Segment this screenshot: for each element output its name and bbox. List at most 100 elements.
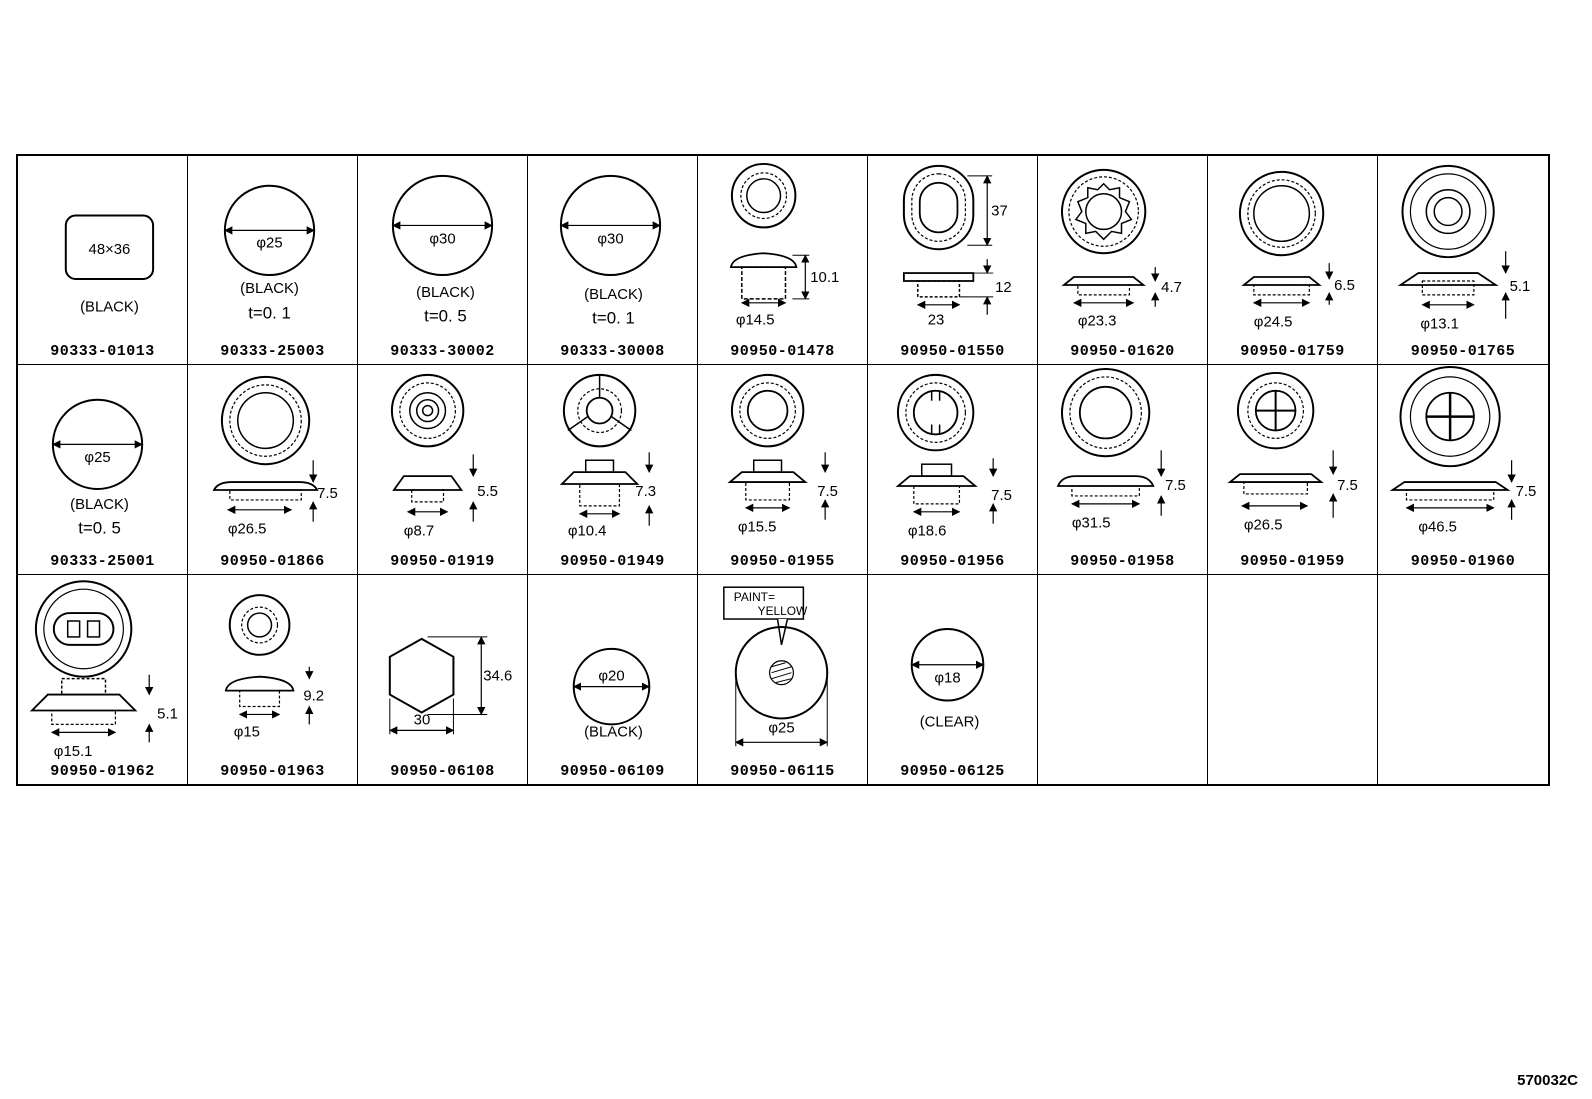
part-cell-90950-01960: 7.5 φ46.5 90950-01960: [1378, 365, 1548, 575]
part-number: 90333-25001: [50, 552, 155, 570]
color-label: (BLACK): [240, 281, 299, 297]
part-cell-90333-01013: 48×36 (BLACK) 90333-01013: [18, 156, 188, 366]
color-label: (BLACK): [80, 300, 139, 316]
color-label: (BLACK): [416, 285, 475, 301]
part-cell-90950-01866: 7.5 φ26.5 90950-01866: [188, 365, 358, 575]
part-cell-90950-01765: 5.1 φ13.1 90950-01765: [1378, 156, 1548, 366]
part-number: 90950-01866: [220, 552, 325, 570]
diameter-label: φ15.1: [54, 744, 93, 760]
part-number: 90950-01620: [1070, 343, 1175, 361]
diameter-label: φ10.4: [568, 524, 607, 540]
empty-cell: [1208, 574, 1378, 784]
thickness-label: 12: [995, 280, 1012, 296]
paint-color-label: YELLOW: [758, 604, 808, 618]
part-cell-90333-25001: φ25 (BLACK) t=0. 5 90333-25001: [18, 365, 188, 575]
diameter-label: φ14.5: [736, 313, 775, 329]
part-number: 90950-01962: [50, 762, 155, 780]
height-label: 7.5: [1165, 478, 1186, 494]
color-label: (BLACK): [584, 724, 643, 740]
color-label: (BLACK): [70, 497, 129, 513]
thickness-label: t=0. 1: [592, 309, 635, 328]
reference-code: 570032C: [1517, 1072, 1578, 1089]
part-number: 90950-01963: [220, 762, 325, 780]
height-label: 10.1: [810, 270, 839, 286]
part-number: 90950-06109: [560, 762, 665, 780]
part-number: 90333-01013: [50, 343, 155, 361]
part-number: 90950-01958: [1070, 552, 1175, 570]
height-label: 7.5: [1516, 484, 1537, 500]
part-cell-90950-01956: 7.5 φ18.6 90950-01956: [868, 365, 1038, 575]
part-number: 90950-01759: [1240, 343, 1345, 361]
part-cell-90950-01550: 37 12 23 90950-01550: [868, 156, 1038, 366]
part-number: 90950-06108: [390, 762, 495, 780]
part-cell-90950-01958: 7.5 φ31.5 90950-01958: [1038, 365, 1208, 575]
height-label: 6.5: [1334, 278, 1355, 294]
diameter-label: φ31.5: [1072, 516, 1111, 532]
diameter-label: φ30: [597, 231, 623, 247]
thickness-label: t=0. 5: [78, 519, 121, 538]
part-cell-90950-01620: 4.7 φ23.3 90950-01620: [1038, 156, 1208, 366]
height-label: 5.1: [157, 706, 178, 722]
height-label: 7.5: [991, 488, 1012, 504]
diameter-label: φ8.7: [404, 524, 434, 540]
diameter-label: φ30: [429, 231, 455, 247]
diameter-label: φ26.5: [1244, 518, 1283, 534]
part-cell-90950-01759: 6.5 φ24.5 90950-01759: [1208, 156, 1378, 366]
part-cell-90950-01963: 9.2 φ15 90950-01963: [188, 574, 358, 784]
part-number: 90950-01956: [900, 552, 1005, 570]
part-number: 90333-30008: [560, 343, 665, 361]
part-cell-90333-30008: φ30 (BLACK) t=0. 1 90333-30008: [528, 156, 698, 366]
part-cell-90950-01949: 7.3 φ10.4 90950-01949: [528, 365, 698, 575]
height-label: 7.3: [635, 484, 656, 500]
diameter-label: φ24.5: [1254, 315, 1293, 331]
part-number: 90950-01960: [1410, 552, 1516, 570]
diameter-label: φ25: [256, 235, 282, 251]
part-number: 90950-01949: [560, 552, 665, 570]
thickness-label: t=0. 1: [248, 304, 291, 323]
part-number: 90950-06115: [730, 762, 835, 780]
empty-cell: [1378, 575, 1548, 784]
part-number: 90950-01959: [1240, 552, 1345, 570]
diameter-label: φ20: [598, 668, 624, 684]
color-label: (CLEAR): [920, 714, 980, 730]
height-label: 7.5: [817, 484, 838, 500]
diameter-label: φ18: [934, 670, 960, 686]
diameter-label: φ23.3: [1078, 314, 1117, 330]
part-number: 90950-01765: [1410, 343, 1516, 361]
height-label: 4.7: [1161, 280, 1182, 296]
part-cell-90950-01478: 10.1 φ14.5 90950-01478: [698, 156, 868, 366]
height-label: 7.5: [317, 486, 338, 502]
thickness-label: t=0. 5: [424, 307, 467, 326]
color-label: (BLACK): [584, 287, 643, 303]
height-label: 5.5: [477, 484, 498, 500]
diameter-label: φ15: [234, 724, 260, 740]
diameter-label: φ26.5: [228, 522, 267, 538]
parts-diagram-grid: 48×36 (BLACK) 90333-01013 φ25 (BLACK) t=…: [16, 154, 1550, 786]
diameter-label: φ25: [84, 451, 110, 467]
part-number: 90333-25003: [220, 343, 325, 361]
part-number: 90950-01919: [390, 552, 495, 570]
part-cell-90950-01919: 5.5 φ8.7 90950-01919: [358, 365, 528, 575]
part-number: 90333-30002: [390, 343, 495, 361]
width-label: 23: [928, 313, 945, 329]
height-label: 5.1: [1510, 279, 1531, 295]
part-cell-90950-06115: PAINT= YELLOW φ25 90950-06115: [698, 574, 868, 784]
height-label: 9.2: [303, 688, 324, 704]
paint-label: PAINT=: [734, 590, 775, 604]
diameter-label: φ46.5: [1418, 520, 1457, 536]
part-cell-90950-01959: 7.5 φ26.5 90950-01959: [1208, 365, 1378, 575]
height-label: 7.5: [1337, 478, 1358, 494]
part-number: 90950-01550: [900, 343, 1005, 361]
part-cell-90333-30002: φ30 (BLACK) t=0. 5 90333-30002: [358, 156, 528, 366]
width-label: 30: [414, 712, 431, 728]
part-cell-90950-06109: φ20 (BLACK) 90950-06109: [528, 574, 698, 784]
part-number: 90950-06125: [900, 762, 1005, 780]
part-cell-90950-06108: 34.6 30 90950-06108: [358, 574, 528, 784]
height-label: 37: [991, 204, 1008, 220]
diameter-label: φ13.1: [1420, 317, 1459, 333]
part-cell-90950-06125: φ18 (CLEAR) 90950-06125: [868, 574, 1038, 784]
diameter-label: φ25: [768, 720, 794, 736]
part-number: 90950-01955: [730, 552, 835, 570]
dimension-label: 48×36: [89, 242, 131, 258]
part-cell-90950-01962: 5.1 φ15.1 90950-01962: [18, 574, 188, 784]
